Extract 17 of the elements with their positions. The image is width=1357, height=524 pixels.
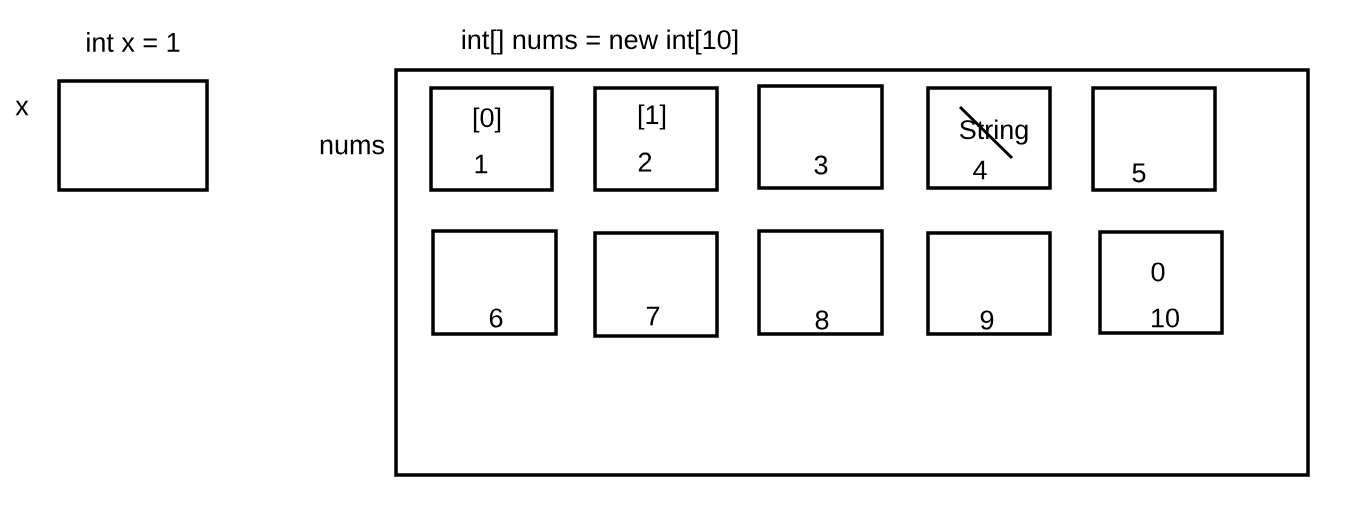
cell-text: 9 <box>980 310 994 330</box>
cell-text: 5 <box>1132 163 1146 183</box>
cell-text: 7 <box>646 306 660 326</box>
cell-text: 2 <box>638 152 652 172</box>
variable-name: nums <box>320 139 385 155</box>
cell-text: 4 <box>973 160 987 180</box>
cell-text: 6 <box>489 308 503 328</box>
cell-text: [1] <box>638 104 666 130</box>
variable-name: x <box>15 100 29 116</box>
cell-text: [0] <box>473 107 501 133</box>
cell-text: 3 <box>814 155 828 175</box>
declaration-text: int[] nums = new int[10] <box>462 29 738 55</box>
declaration-text: int x = 1 <box>87 32 180 52</box>
cell-text: 8 <box>815 310 829 330</box>
cell-text: 1 <box>475 154 488 174</box>
cell-text: 10 <box>1152 308 1179 328</box>
cell-text: 0 <box>1151 262 1165 282</box>
